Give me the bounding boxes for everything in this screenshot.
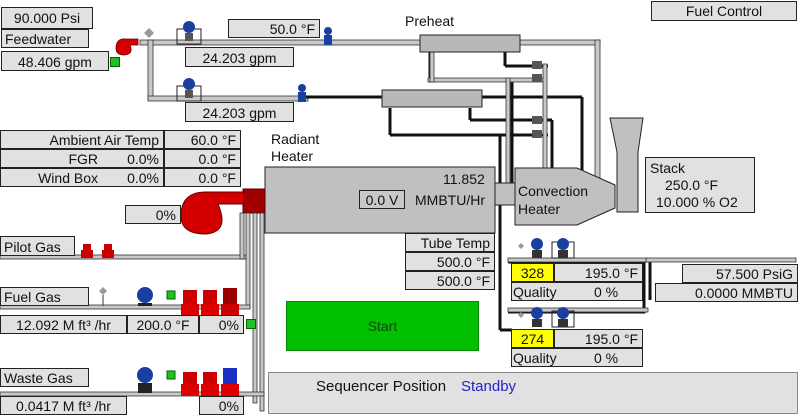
fuel-gas-label: Fuel Gas (0, 287, 89, 306)
waste-gas-valve-pct: 0% (199, 396, 244, 415)
outlet-1-quality-row: Quality 0 % (511, 282, 643, 301)
stack-panel: Stack 250.0 °F 10.000 % O2 (645, 157, 755, 213)
feedwater-pump-icon (115, 38, 139, 56)
fuel-gas-temp: 200.0 °F (127, 315, 199, 334)
preheat-valves (532, 61, 542, 138)
steam-pressure: 57.500 PsiG (682, 264, 798, 283)
fuel-gas-train-icon (99, 287, 239, 316)
gas-pipes (0, 212, 265, 412)
tube-temp-label: Tube Temp (405, 233, 495, 252)
tube-temp-2: 500.0 °F (405, 271, 495, 290)
sequencer-state: Standby (461, 378, 517, 395)
stack-o2: 10.000 % O2 (656, 194, 738, 210)
fgr-value: 0.0 °F (164, 149, 241, 168)
branch-1-flow: 24.203 gpm (185, 47, 294, 67)
steam-energy: 0.0000 MMBTU (655, 283, 798, 302)
fuel-control-button[interactable]: Fuel Control (651, 1, 797, 21)
stack-chimney (609, 117, 644, 213)
outlet-1-temp: 195.0 °F (554, 263, 643, 282)
radiant-voltage: 0.0 V (359, 190, 405, 209)
outlet-1-value: 328 (511, 263, 554, 282)
waste-gas-flow: 0.0417 M ft³ /hr (0, 396, 127, 415)
convection-heater-body (514, 167, 616, 226)
preheat-label: Preheat (405, 13, 455, 29)
feedwater-temp: 50.0 °F (228, 19, 320, 38)
combustion-air-blower-icon (180, 191, 244, 235)
feedwater-sensor-icon (144, 28, 154, 38)
burner-box (242, 188, 266, 214)
radiant-label-line1: Radiant (271, 131, 320, 147)
outlet-2-quality-row: Quality 0 % (511, 348, 643, 367)
outlet-2-temp: 195.0 °F (554, 329, 643, 348)
sequencer-panel: Sequencer Position Standby (268, 372, 798, 414)
blower-output: 0% (125, 205, 181, 224)
pilot-gas-valves-icon (81, 244, 114, 258)
radiant-duty-unit: MMBTU/Hr (415, 192, 485, 208)
radiant-label-line2: Heater (271, 148, 314, 164)
branch-2-flow: 24.203 gpm (185, 102, 294, 122)
feedwater-pressure: 90.000 Psi (1, 7, 93, 29)
ambient-row-fgr: FGR 0.0% (0, 149, 164, 168)
feedwater-status-indicator (110, 57, 120, 67)
ambient-row-windbox: Wind Box 0.0% (0, 168, 164, 187)
waste-gas-label: Waste Gas (0, 368, 89, 387)
stack-temp: 250.0 °F (665, 177, 719, 193)
preheat-exchanger-1 (419, 34, 521, 53)
fuel-gas-flow: 12.092 M ft³ /hr (0, 315, 127, 334)
stack-label: Stack (650, 160, 686, 176)
ambient-row-0-value: 60.0 °F (164, 130, 241, 149)
convection-label-line1: Convection (518, 183, 589, 199)
radiant-duty-value: 11.852 (443, 171, 485, 187)
outlet-2-transmitters-icon (518, 307, 575, 328)
windbox-value: 0.0 °F (164, 168, 241, 187)
outlet-2-value: 274 (511, 329, 554, 348)
waste-gas-train-icon (137, 367, 239, 396)
sequencer-label: Sequencer Position (316, 378, 447, 395)
fuel-gas-valve-pct: 0% (199, 315, 244, 334)
preheat-exchanger-2 (381, 89, 483, 108)
feedwater-label: Feedwater (1, 29, 89, 48)
ambient-row-0-name: Ambient Air Temp (0, 130, 164, 149)
feedwater-valve-1-icon (176, 21, 202, 45)
convection-label-line2: Heater (518, 201, 561, 217)
fuel-gas-status-indicator (246, 319, 256, 329)
feedwater-pipes (139, 39, 601, 191)
start-button[interactable]: Start (286, 301, 479, 351)
feedwater-flow: 48.406 gpm (1, 51, 109, 71)
temp-transmitter-1-icon (324, 27, 332, 45)
tube-temp-1: 500.0 °F (405, 252, 495, 271)
outlet-1-transmitters-icon (518, 238, 575, 259)
pilot-gas-label: Pilot Gas (0, 236, 75, 256)
temp-transmitter-2-icon (298, 84, 306, 102)
feedwater-valve-2-icon (176, 78, 202, 102)
